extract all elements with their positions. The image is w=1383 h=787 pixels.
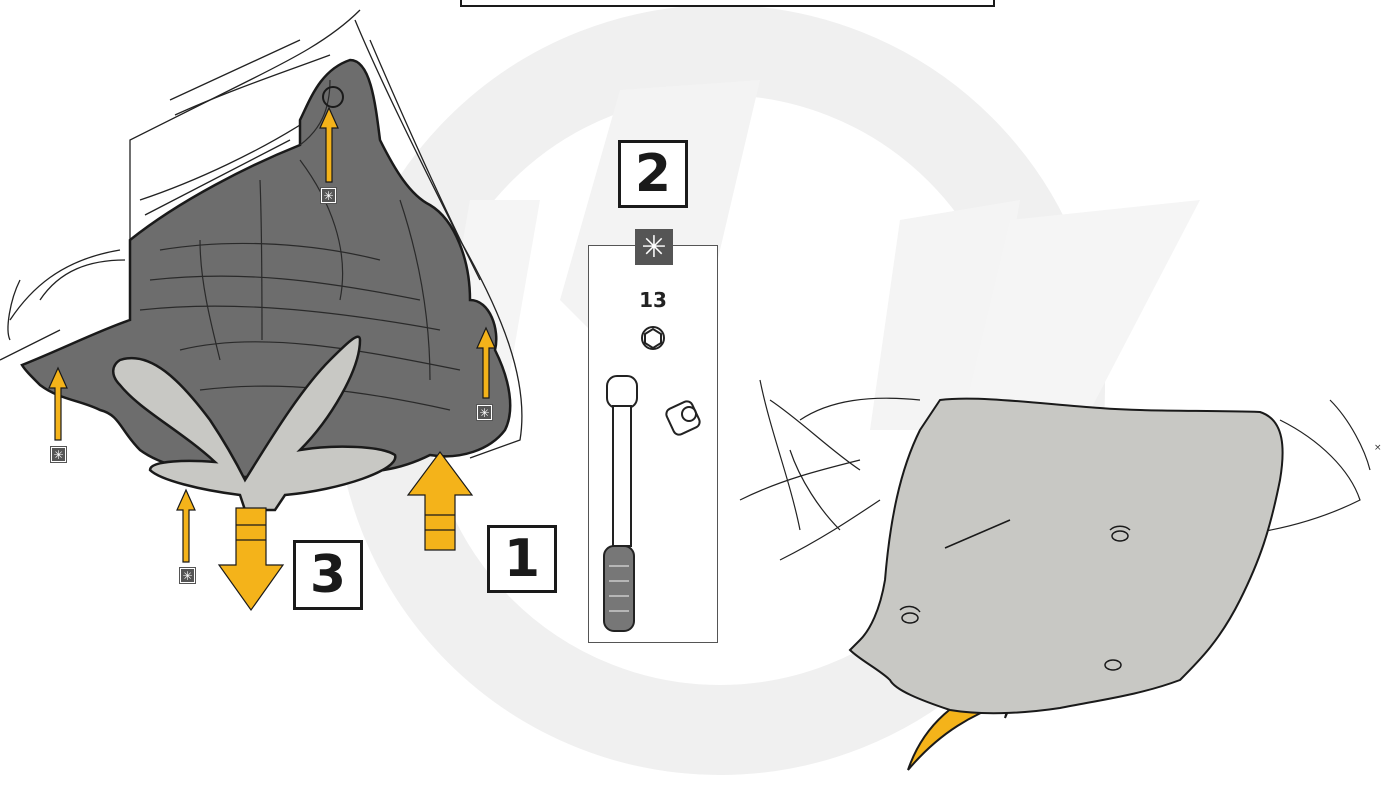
lower-cover-panel	[850, 399, 1283, 714]
close-icon[interactable]: ×	[1374, 443, 1382, 453]
